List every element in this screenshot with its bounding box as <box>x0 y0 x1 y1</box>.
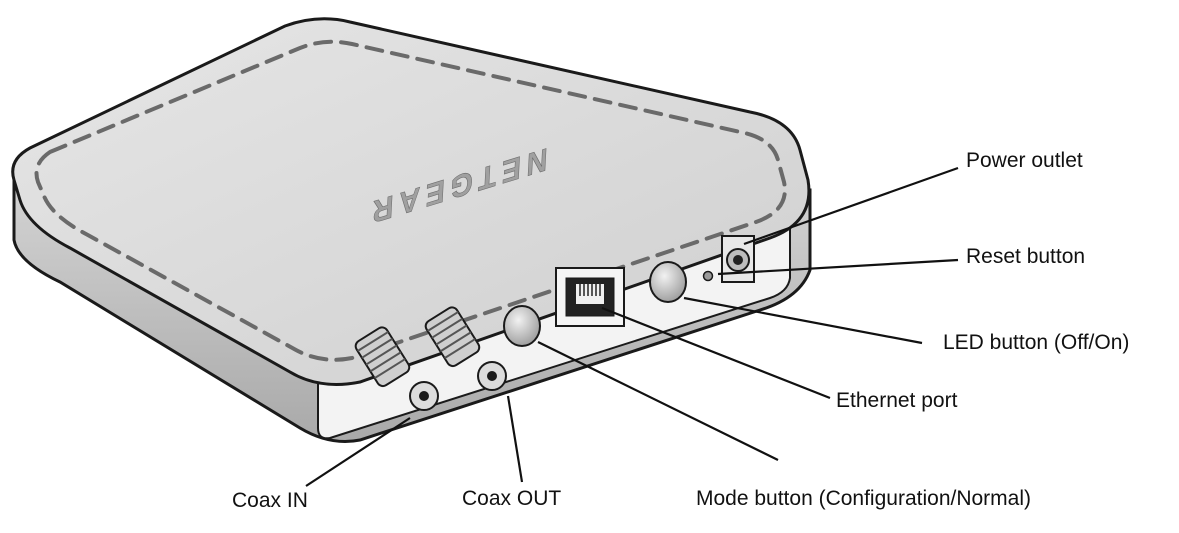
label-ethernet-port: Ethernet port <box>836 389 958 412</box>
leader-lines <box>305 166 959 487</box>
led-button-shape <box>649 261 687 303</box>
leader-coax-in <box>305 417 411 487</box>
label-reset-button: Reset button <box>966 245 1086 268</box>
reset-hole-shape <box>702 270 714 282</box>
label-coax-in: Coax IN <box>232 489 308 512</box>
label-coax-out: Coax OUT <box>462 487 562 510</box>
leader-ethernet-port <box>601 306 831 400</box>
leader-led-button <box>683 296 923 345</box>
label-power-outlet: Power outlet <box>966 149 1083 172</box>
label-led-button: LED button (Off/On) <box>943 331 1130 354</box>
leader-coax-out <box>506 395 524 483</box>
mode-button-shape <box>503 305 541 347</box>
leader-power-outlet <box>743 166 959 246</box>
coax-out-connector <box>424 306 507 391</box>
top-stitch <box>34 39 787 362</box>
label-mode-button: Mode button (Configuration/Normal) <box>696 487 1031 510</box>
leader-mode-button <box>537 341 779 461</box>
ethernet-port-shape <box>555 267 625 327</box>
leader-reset-button <box>717 258 959 276</box>
coax-in-connector <box>354 326 439 411</box>
